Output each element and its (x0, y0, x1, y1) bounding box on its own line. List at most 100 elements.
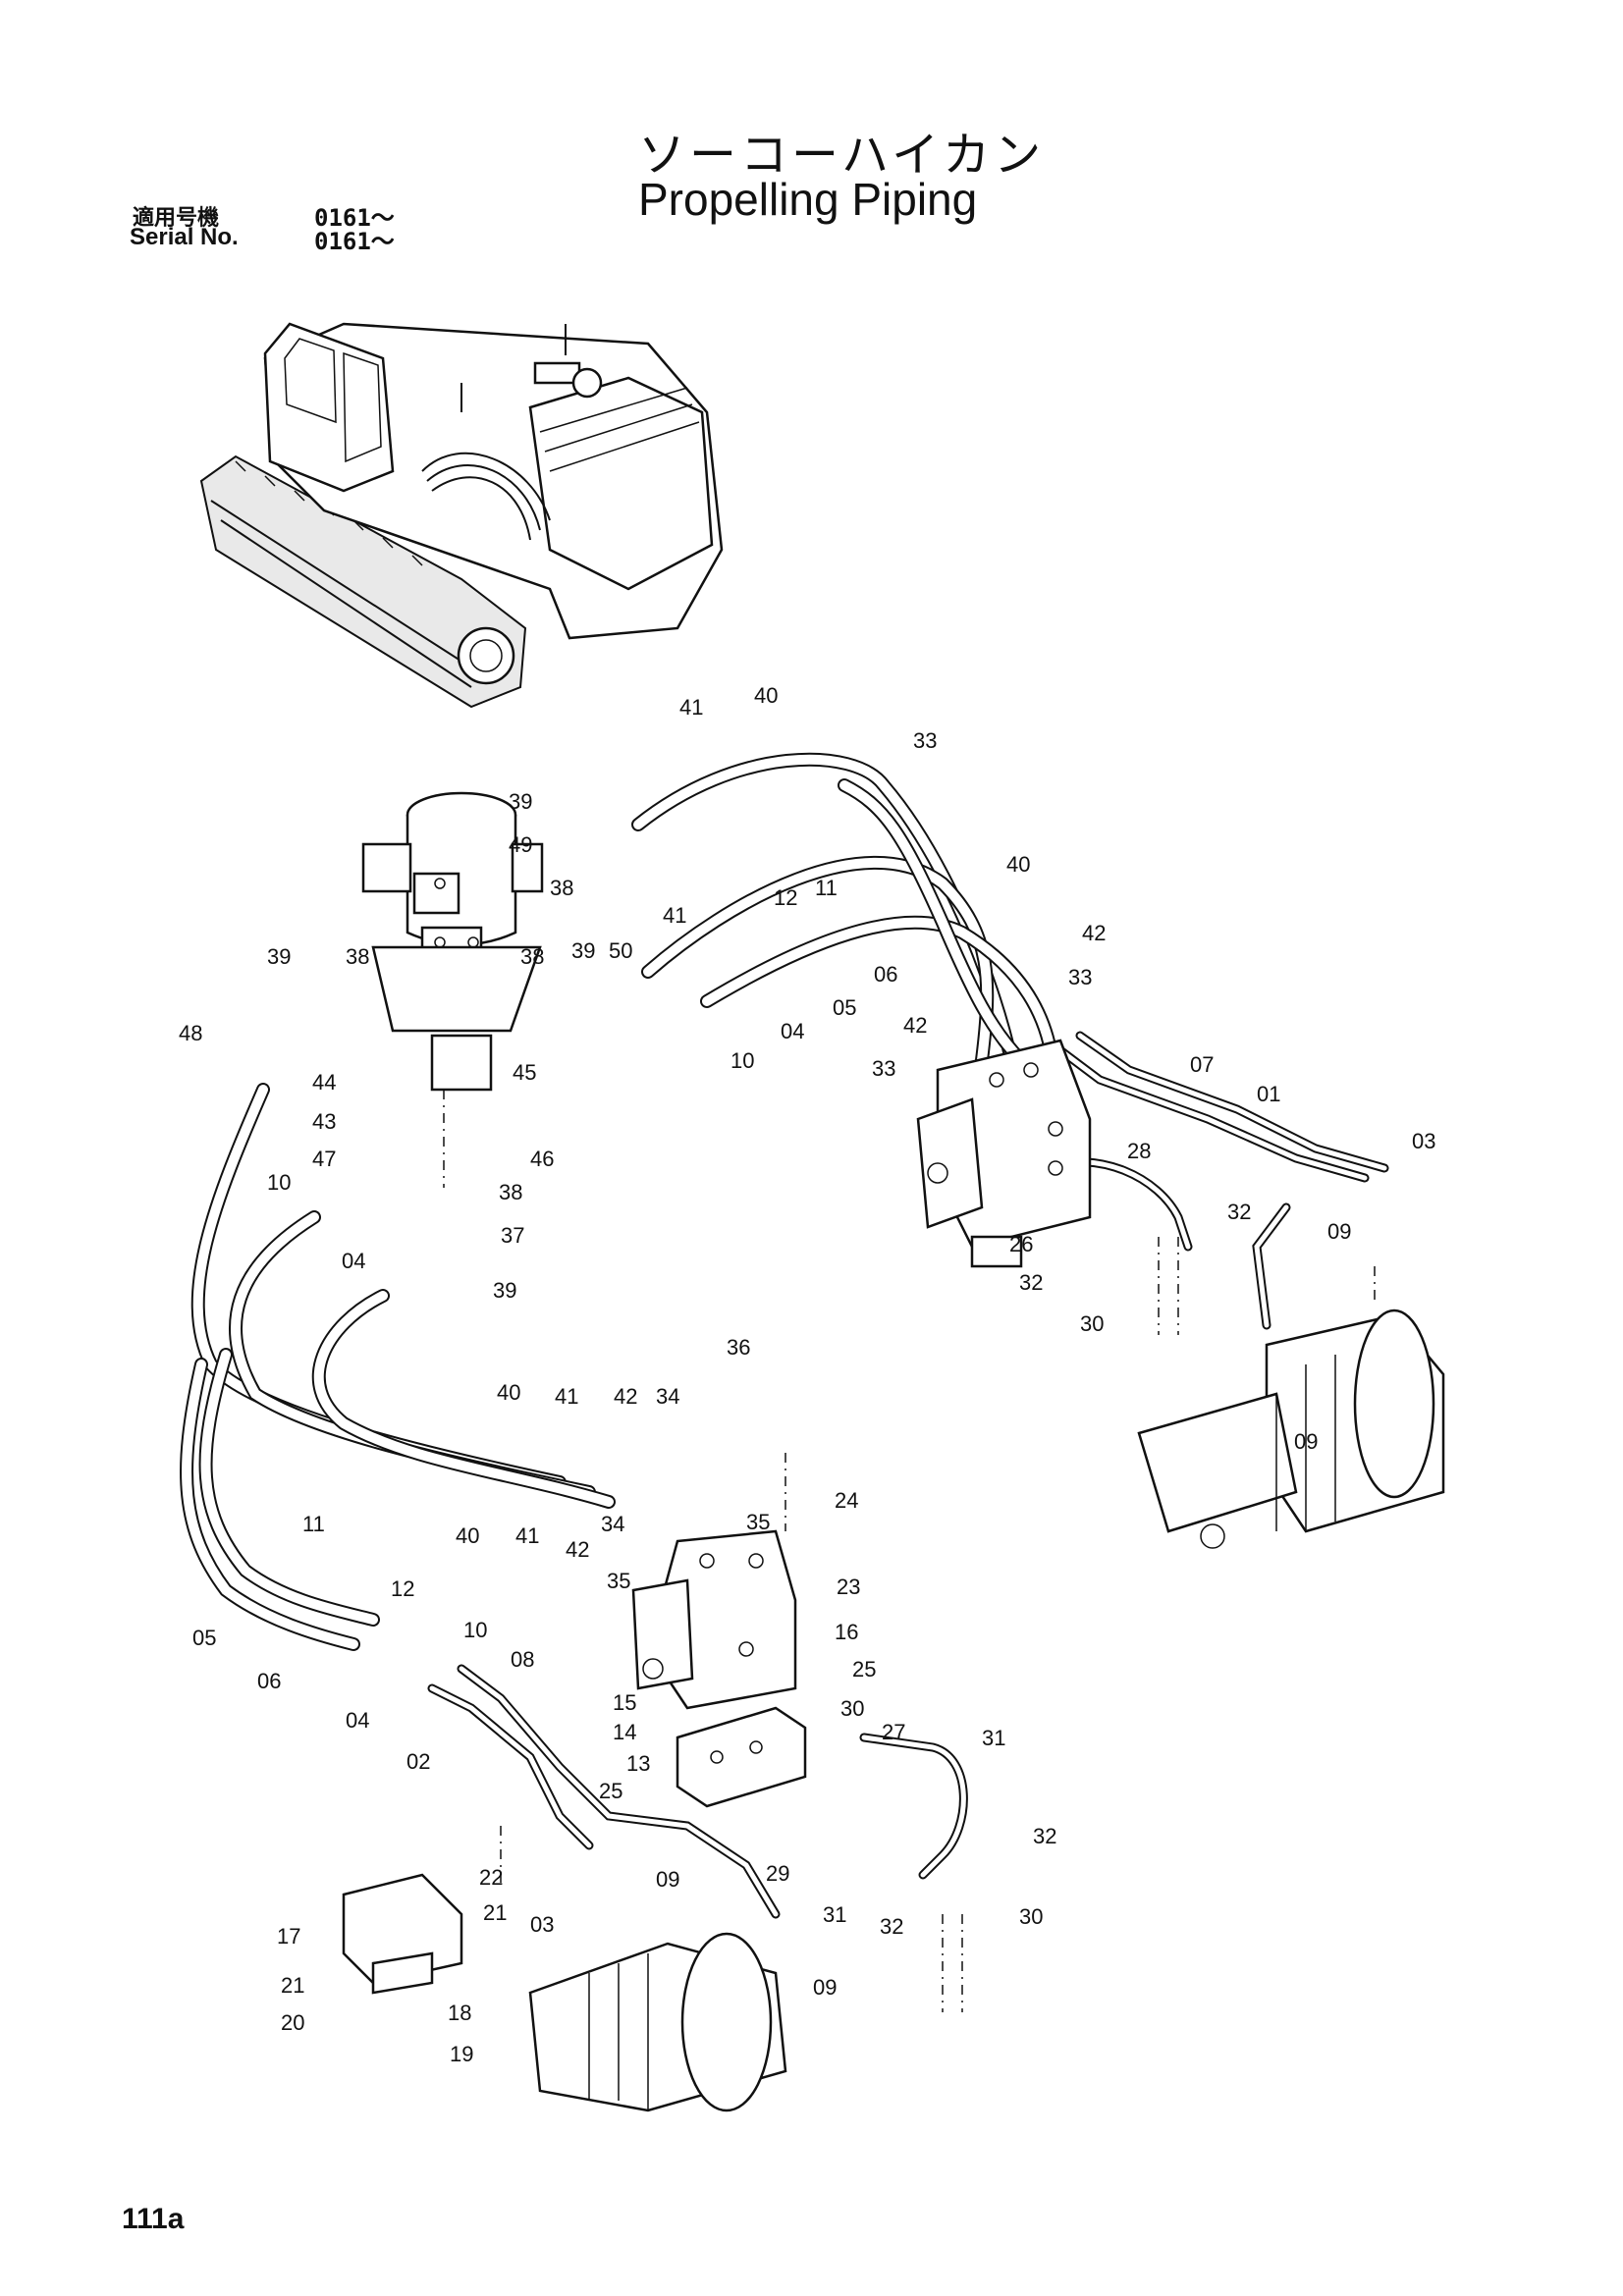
part-label: 11 (302, 1512, 325, 1536)
part-label: 09 (1327, 1219, 1351, 1244)
part-label: 21 (281, 1973, 304, 1998)
part-label: 30 (1019, 1904, 1043, 1929)
part-label: 45 (513, 1060, 536, 1085)
part-label: 10 (463, 1618, 487, 1642)
part-label: 28 (1127, 1139, 1151, 1163)
part-label: 27 (882, 1720, 905, 1744)
part-label: 39 (571, 938, 595, 963)
lower-control-valve (631, 1529, 797, 1710)
part-label: 10 (267, 1170, 291, 1195)
part-label: 41 (663, 903, 686, 928)
mount-bracket (342, 1873, 463, 1995)
part-label: 06 (257, 1669, 281, 1693)
part-label: 43 (312, 1109, 336, 1134)
part-label: 08 (511, 1647, 534, 1672)
part-label: 35 (607, 1569, 630, 1593)
part-label: 19 (450, 2042, 473, 2066)
hose-routing (180, 752, 1389, 1919)
part-label: 41 (555, 1384, 578, 1409)
part-label: 41 (679, 695, 703, 720)
part-label: 46 (530, 1147, 554, 1171)
part-label: 07 (1190, 1052, 1214, 1077)
right-travel-motor (1137, 1308, 1445, 1549)
part-label: 05 (833, 995, 856, 1020)
part-label: 42 (566, 1537, 589, 1562)
part-label: 32 (880, 1914, 903, 1939)
part-label: 39 (267, 944, 291, 969)
part-label: 16 (835, 1620, 858, 1644)
part-label: 21 (483, 1900, 507, 1925)
part-label: 33 (872, 1056, 895, 1081)
part-label: 12 (391, 1576, 414, 1601)
part-label: 03 (530, 1912, 554, 1937)
part-label: 39 (493, 1278, 516, 1303)
part-label: 34 (656, 1384, 679, 1409)
upper-control-valve (916, 1039, 1092, 1268)
part-label: 32 (1019, 1270, 1043, 1295)
center-joint-assembly (361, 791, 544, 1092)
part-label: 04 (342, 1249, 365, 1273)
part-label: 38 (346, 944, 369, 969)
part-label: 20 (281, 2010, 304, 2035)
assembly-centerlines (443, 1090, 1376, 2012)
part-label: 38 (550, 876, 573, 900)
part-label: 31 (823, 1902, 846, 1927)
part-label: 40 (497, 1380, 520, 1405)
part-label: 25 (852, 1657, 876, 1682)
part-label: 26 (1009, 1232, 1033, 1256)
part-label: 05 (192, 1626, 216, 1650)
part-label: 35 (746, 1510, 770, 1534)
part-label: 03 (1412, 1129, 1435, 1153)
serial-label: Serial No. (130, 224, 239, 250)
manifold-block (676, 1706, 807, 1808)
part-label: 48 (179, 1021, 202, 1045)
part-label: 40 (1006, 852, 1030, 877)
part-label: 18 (448, 2001, 471, 2025)
part-label: 24 (835, 1488, 858, 1513)
part-label: 09 (813, 1975, 837, 2000)
serial-value-japanese: 0161～ (314, 204, 395, 232)
part-label: 42 (903, 1013, 927, 1038)
part-label: 38 (499, 1180, 522, 1204)
part-label: 06 (874, 962, 897, 987)
part-label: 33 (913, 728, 937, 753)
part-label: 29 (766, 1861, 789, 1886)
part-label: 09 (1294, 1429, 1318, 1454)
part-label: 39 (509, 789, 532, 814)
part-label: 49 (509, 832, 532, 857)
part-label: 44 (312, 1070, 336, 1095)
part-label: 36 (727, 1335, 750, 1360)
part-number-labels: 41 40 33 39 49 38 40 12 11 41 42 06 33 0… (179, 683, 1435, 2066)
part-label: 15 (613, 1690, 636, 1715)
part-label: 23 (837, 1575, 860, 1599)
part-label: 12 (774, 885, 797, 910)
part-label: 04 (781, 1019, 804, 1043)
part-label: 32 (1227, 1200, 1251, 1224)
part-label: 33 (1068, 965, 1092, 989)
part-label: 31 (982, 1726, 1005, 1750)
part-label: 32 (1033, 1824, 1056, 1848)
part-label: 47 (312, 1147, 336, 1171)
part-label: 50 (609, 938, 632, 963)
page-title-japanese: ソーコーハイカン (638, 128, 1046, 183)
page-number: 111a (122, 2203, 185, 2235)
serial-value: 0161～ (314, 228, 395, 255)
part-label: 41 (515, 1523, 539, 1548)
part-label: 30 (840, 1696, 864, 1721)
part-label: 01 (1257, 1082, 1280, 1106)
part-label: 34 (601, 1512, 624, 1536)
part-label: 38 (520, 944, 544, 969)
part-label: 42 (1082, 921, 1106, 945)
part-label: 40 (456, 1523, 479, 1548)
part-label: 40 (754, 683, 778, 708)
left-travel-motor (528, 1932, 787, 2112)
part-label: 30 (1080, 1311, 1104, 1336)
part-label: 22 (479, 1865, 503, 1890)
part-label: 09 (656, 1867, 679, 1892)
page-title: Propelling Piping (638, 174, 978, 225)
part-label: 02 (406, 1749, 430, 1774)
part-label: 10 (730, 1048, 754, 1073)
serial-label-japanese: 適用号機 (133, 206, 220, 231)
part-label: 17 (277, 1924, 300, 1949)
